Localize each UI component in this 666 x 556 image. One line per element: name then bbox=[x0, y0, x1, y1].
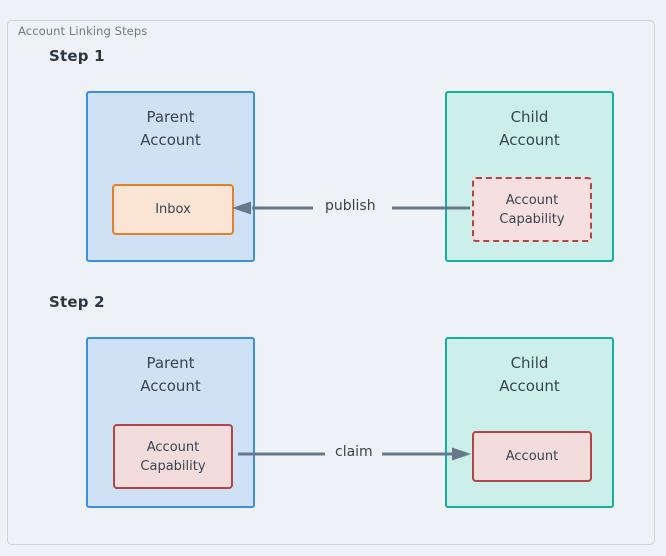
step1-inbox-box[interactable]: Inbox bbox=[112, 184, 234, 235]
step2-account-box[interactable]: Account bbox=[472, 431, 592, 482]
step2-capability-label-line1: Account bbox=[146, 439, 200, 455]
step1-child-title-line2: Account bbox=[499, 131, 560, 149]
step1-child-title-line1: Child bbox=[510, 108, 549, 126]
step2-parent-title-line1: Parent bbox=[146, 354, 195, 372]
step2-child-account-title: Child Account bbox=[447, 352, 612, 398]
step2-account-capability-box[interactable]: Account Capability bbox=[113, 424, 233, 489]
step2-capability-label-line2: Capability bbox=[140, 458, 206, 474]
step1-inbox-label: Inbox bbox=[155, 202, 191, 217]
publish-edge-label: publish bbox=[318, 198, 383, 214]
step1-capability-label-line2: Capability bbox=[499, 211, 565, 227]
step2-child-title-line2: Account bbox=[499, 377, 560, 395]
step1-account-capability-box[interactable]: Account Capability bbox=[472, 177, 592, 242]
step1-child-account-box[interactable]: Child Account Account Capability bbox=[445, 91, 614, 262]
step2-account-label: Account bbox=[505, 449, 559, 464]
step1-parent-title-line1: Parent bbox=[146, 108, 195, 126]
step-1-label: Step 1 bbox=[49, 47, 105, 65]
step1-parent-title-line2: Account bbox=[140, 131, 201, 149]
claim-edge-label: claim bbox=[328, 444, 380, 460]
step1-parent-account-box[interactable]: Parent Account Inbox bbox=[86, 91, 255, 262]
step2-child-title-line1: Child bbox=[510, 354, 549, 372]
step2-child-account-box[interactable]: Child Account Account bbox=[445, 337, 614, 508]
step1-capability-label-line1: Account bbox=[505, 192, 559, 208]
diagram-title: Account Linking Steps bbox=[18, 24, 148, 38]
step-2-label: Step 2 bbox=[49, 293, 105, 311]
step2-parent-account-box[interactable]: Parent Account Account Capability bbox=[86, 337, 255, 508]
step1-child-account-title: Child Account bbox=[447, 106, 612, 152]
step1-parent-account-title: Parent Account bbox=[88, 106, 253, 152]
step2-parent-title-line2: Account bbox=[140, 377, 201, 395]
step2-parent-account-title: Parent Account bbox=[88, 352, 253, 398]
